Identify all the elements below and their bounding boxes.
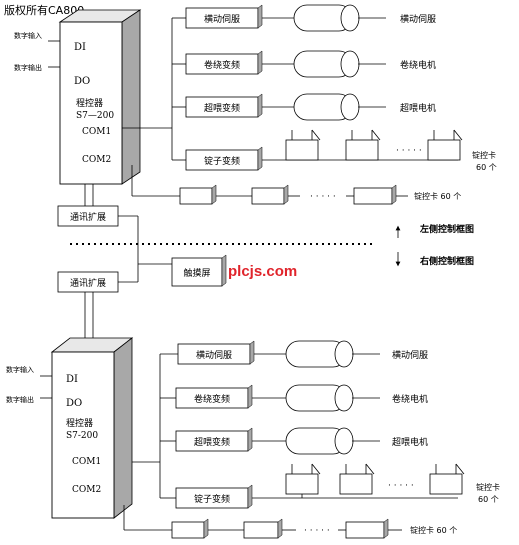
- top-spindle-label-2: 60 个: [476, 163, 497, 172]
- bottom-plc-com2: COM2: [72, 485, 101, 495]
- bottom-overfeed-target: 超喂电机: [392, 436, 428, 448]
- top-plc-box: [59, 21, 123, 185]
- bottom-plc-do: DO: [66, 398, 82, 409]
- top-winding-vfd-label: 卷绕变频: [204, 59, 240, 71]
- top-output-label: 数字输出: [14, 63, 42, 72]
- top-card-label: 锭控卡 60 个: [414, 191, 461, 201]
- top-spindle-motor-1: [285, 129, 321, 161]
- top-card-3: [353, 184, 397, 205]
- top-traverse-target: 横动伺服: [400, 13, 436, 25]
- bottom-output-label: 数字输出: [6, 395, 34, 404]
- touchscreen-box: [171, 257, 223, 287]
- top-traverse-servo-label: 横动伺服: [204, 13, 240, 25]
- bottom-plc-side-face: [113, 337, 133, 519]
- bottom-spindle-motor-2: [339, 463, 375, 495]
- bottom-system: DI DO 程控器 S7-200 COM1 COM2 数字输入 数字输出 横动伺…: [6, 337, 500, 539]
- copyright-text: 版权所有CA800: [4, 3, 84, 17]
- top-plc-com1: COM1: [82, 127, 111, 137]
- comm-ext-bottom-label: 通讯扩展: [70, 277, 106, 289]
- comm-ext-top-label: 通讯扩展: [70, 211, 106, 223]
- middle-section: 通讯扩展 左侧控制框图 右侧控制框图 通讯扩展 触摸屏 plcjs.com: [57, 184, 474, 338]
- bottom-plc-name: 程控器: [66, 417, 93, 429]
- bottom-card-2: [243, 518, 283, 539]
- top-spindle-dots: · · · · ·: [396, 146, 422, 156]
- top-input-label: 数字输入: [14, 31, 42, 40]
- top-plc-name: 程控器: [76, 97, 103, 109]
- top-card-2: [251, 184, 289, 205]
- bottom-spindle-label-2: 60 个: [478, 495, 499, 504]
- watermark-text: plcjs.com: [228, 263, 297, 280]
- top-plc-model: S7—200: [76, 111, 114, 121]
- top-system: DI DO 程控器 S7—200 COM1 COM2 数字输入 数字输出 横动伺…: [14, 4, 497, 205]
- top-card-dots: · · · · ·: [310, 192, 336, 202]
- bottom-card-label: 锭控卡 60 个: [410, 525, 457, 535]
- bottom-overfeed-vfd-label: 超喂变频: [194, 436, 230, 448]
- touchscreen-label: 触摸屏: [183, 267, 210, 279]
- left-diagram-label: 左侧控制框图: [419, 223, 474, 235]
- bottom-winding-vfd-label: 卷绕变频: [194, 393, 230, 405]
- bottom-plc-di: DI: [66, 374, 78, 385]
- bottom-card-3: [345, 518, 389, 539]
- bottom-spindle-dots: · · · · ·: [388, 481, 414, 491]
- top-spindle-motor-2: [345, 129, 381, 161]
- top-spindle-motor-3: [427, 129, 463, 161]
- bottom-card-1: [171, 518, 209, 539]
- bottom-spindle-motor-1: [285, 463, 321, 495]
- top-card-1: [179, 184, 217, 205]
- top-spindle-label-1: 锭控卡: [472, 150, 496, 160]
- top-overfeed-vfd-label: 超喂变频: [204, 102, 240, 114]
- top-overfeed-target: 超喂电机: [400, 102, 436, 114]
- bottom-traverse-target: 横动伺服: [392, 349, 428, 361]
- bottom-card-dots: · · · · ·: [304, 526, 330, 536]
- top-plc-di: DI: [74, 42, 86, 53]
- top-plc-com2: COM2: [82, 155, 111, 165]
- bottom-spindle-label-1: 锭控卡: [476, 482, 500, 492]
- bottom-plc-model: S7-200: [66, 431, 98, 441]
- right-diagram-label: 右侧控制框图: [419, 255, 474, 267]
- bottom-plc-box: [51, 351, 115, 519]
- top-spindle-vfd-label: 锭子变频: [204, 155, 240, 167]
- bottom-plc-com1: COM1: [72, 457, 101, 467]
- top-winding-target: 卷绕电机: [400, 59, 436, 71]
- top-plc-side-face: [121, 9, 141, 185]
- bottom-winding-target: 卷绕电机: [392, 393, 428, 405]
- bottom-traverse-servo-label: 横动伺服: [196, 349, 232, 361]
- bottom-input-label: 数字输入: [6, 365, 34, 374]
- bottom-spindle-vfd-label: 锭子变频: [194, 493, 230, 505]
- bottom-spindle-motor-3: [429, 463, 465, 495]
- top-plc-do: DO: [74, 76, 90, 87]
